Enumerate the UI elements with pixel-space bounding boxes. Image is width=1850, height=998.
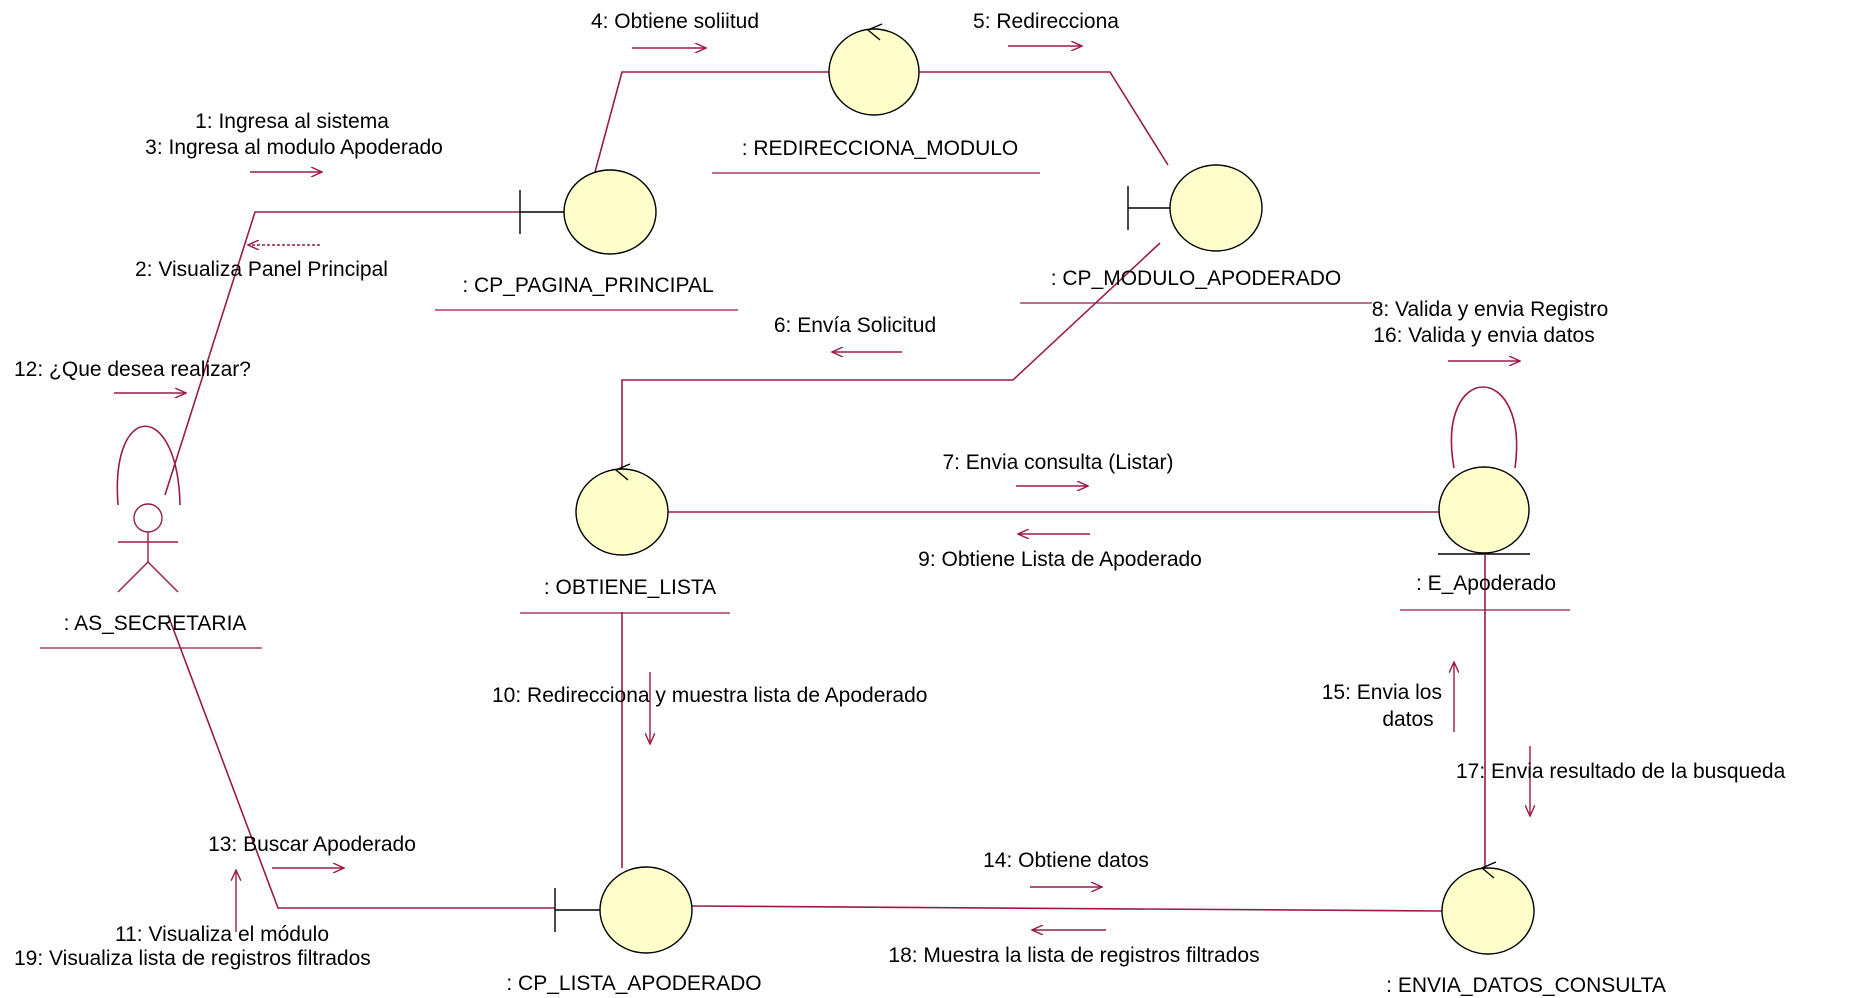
- object-label: : ENVIA_DATOS_CONSULTA: [1386, 974, 1666, 997]
- object-label: : CP_LISTA_APODERADO: [506, 972, 761, 995]
- message-label-m2: 2: Visualiza Panel Principal: [135, 258, 388, 281]
- object-label: : REDIRECCIONA_MODULO: [742, 137, 1019, 160]
- boundary-cp-modulo-apoderado[interactable]: : CP_MODULO_APODERADO: [1020, 164, 1372, 304]
- message-label-m12: 12: ¿Que desea realizar?: [14, 358, 251, 381]
- message-label-m10: 10: Redirecciona y muestra lista de Apod…: [492, 684, 927, 707]
- link-modulo-apoderado-obtiene-lista: [621, 242, 1161, 470]
- message-label-m15a: 15: Envia los: [1322, 681, 1442, 704]
- message-label-m15b: datos: [1382, 708, 1433, 731]
- object-label: : CP_PAGINA_PRINCIPAL: [462, 274, 713, 297]
- boundary-cp-pagina-principal[interactable]: : CP_PAGINA_PRINCIPAL: [435, 169, 738, 311]
- object-label: : OBTIENE_LISTA: [544, 576, 716, 599]
- message-arrows: [114, 46, 1530, 932]
- control-arrowhead: [866, 23, 883, 41]
- entity-e-apoderado[interactable]: : E_Apoderado: [1400, 466, 1570, 611]
- actor-as-secretaria[interactable]: : AS_SECRETARIA: [40, 503, 262, 649]
- message-label-m4: 4: Obtiene soliitud: [591, 10, 759, 33]
- message-label-m9: 9: Obtiene Lista de Apoderado: [918, 548, 1202, 571]
- message-label-m19: 19: Visualiza lista de registros filtrad…: [14, 947, 371, 970]
- boundary-circle: [599, 866, 693, 954]
- message-label-m11: 11: Visualiza el módulo: [115, 923, 329, 946]
- message-label-m16: 16: Valida y envia datos: [1373, 324, 1594, 347]
- message-label-m8: 8: Valida y envia Registro: [1372, 298, 1609, 321]
- control-obtiene-lista[interactable]: : OBTIENE_LISTA: [520, 463, 730, 614]
- actor-label: : AS_SECRETARIA: [64, 612, 247, 635]
- message-labels: 1: Ingresa al sistema 3: Ingresa al modu…: [14, 10, 1786, 970]
- actor-right-leg: [147, 561, 179, 593]
- object-label: : CP_MODULO_APODERADO: [1051, 267, 1342, 290]
- control-circle: [1441, 867, 1535, 955]
- control-envia-datos-consulta[interactable]: : ENVIA_DATOS_CONSULTA: [1386, 861, 1666, 997]
- object-label: : E_Apoderado: [1416, 572, 1556, 595]
- message-label-m18: 18: Muestra la lista de registros filtra…: [888, 944, 1259, 967]
- self-link-e-apoderado: [1450, 386, 1518, 469]
- message-label-m14: 14: Obtiene datos: [983, 849, 1149, 872]
- message-label-m1: 1: Ingresa al sistema: [195, 110, 389, 133]
- link-redirecciona-modulo-apoderado: [918, 71, 1169, 166]
- message-label-m3: 3: Ingresa al modulo Apoderado: [145, 136, 443, 159]
- link-cp-lista-envia-datos: [691, 905, 1443, 912]
- self-link-secretaria: [116, 425, 181, 506]
- entity-circle: [1438, 466, 1530, 554]
- links: [116, 71, 1518, 912]
- link-pagina-principal-redirecciona: [594, 71, 830, 173]
- boundary-cp-lista-apoderado[interactable]: : CP_LISTA_APODERADO: [506, 866, 762, 995]
- link-secretaria-cp-lista: [167, 614, 555, 909]
- message-label-m17: 17: Envia resultado de la busqueda: [1456, 760, 1786, 783]
- link-secretaria-pagina-principal: [164, 211, 520, 496]
- message-label-m7: 7: Envia consulta (Listar): [942, 451, 1173, 474]
- actor-left-leg: [117, 561, 149, 593]
- actor-head: [133, 503, 163, 533]
- control-redirecciona-modulo[interactable]: : REDIRECCIONA_MODULO: [712, 23, 1040, 174]
- boundary-circle: [1169, 164, 1263, 252]
- control-circle: [828, 28, 920, 116]
- message-label-m5: 5: Redirecciona: [973, 10, 1119, 33]
- message-label-m13: 13: Buscar Apoderado: [208, 833, 416, 856]
- control-circle: [575, 468, 669, 556]
- control-arrowhead: [1480, 861, 1497, 879]
- boundary-circle: [563, 169, 657, 255]
- message-label-m6: 6: Envía Solicitud: [774, 314, 936, 337]
- control-arrowhead: [614, 463, 631, 481]
